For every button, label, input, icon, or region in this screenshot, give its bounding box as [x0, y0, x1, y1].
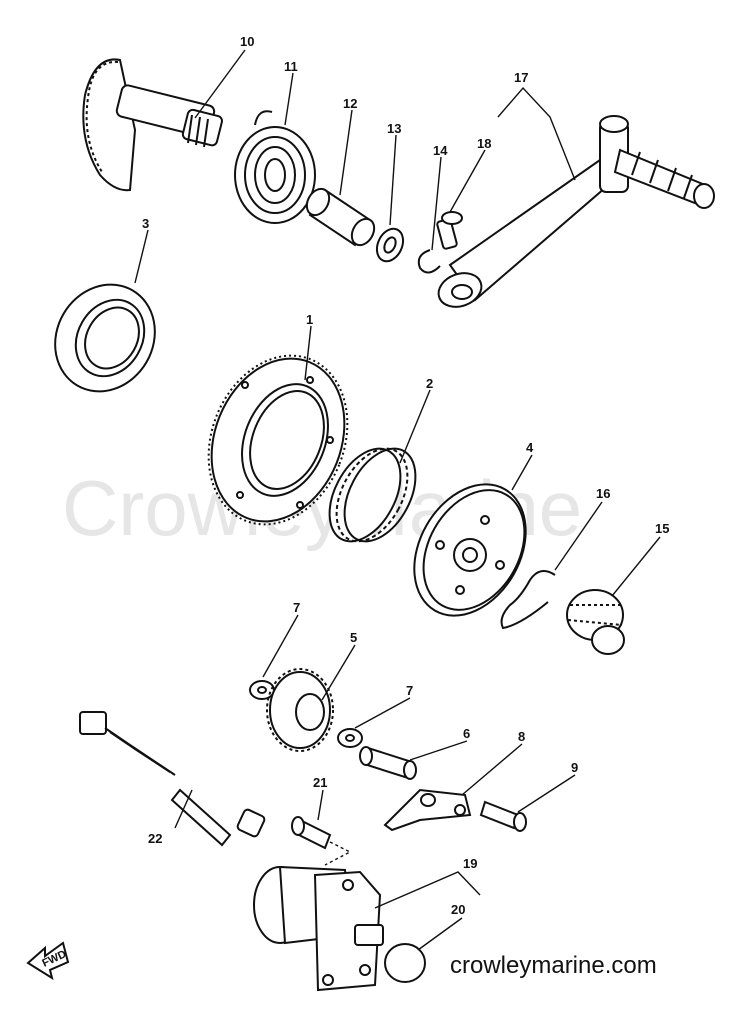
- callout-6: 6: [463, 726, 470, 741]
- part-14-circlip[interactable]: [417, 249, 441, 274]
- part-19-starter-motor[interactable]: [253, 865, 384, 992]
- callout-2: 2: [426, 376, 433, 391]
- callout-13: 13: [387, 121, 401, 136]
- callout-10: 10: [240, 34, 254, 49]
- callout-17: 17: [514, 70, 528, 85]
- part-7-washer-b[interactable]: [337, 728, 363, 748]
- fwd-arrow: FWD: [26, 941, 70, 981]
- site-url: crowleymarine.com: [450, 952, 657, 979]
- part-11-spring[interactable]: [234, 110, 316, 224]
- callout-16: 16: [596, 486, 610, 501]
- part-12-bushing[interactable]: [302, 185, 378, 249]
- part-8-plate[interactable]: [383, 788, 472, 832]
- part-9-bolt[interactable]: [479, 800, 527, 832]
- callout-12: 12: [343, 96, 357, 111]
- callout-21: 21: [313, 775, 327, 790]
- part-7-washer-a[interactable]: [249, 680, 275, 700]
- part-13-washer[interactable]: [372, 225, 408, 266]
- callout-4: 4: [526, 440, 534, 455]
- part-17-kick-crank[interactable]: [434, 115, 715, 313]
- part-22-lead-wire[interactable]: [79, 711, 266, 847]
- part-1-ring-gear[interactable]: [184, 335, 372, 546]
- callout-15: 15: [655, 521, 669, 536]
- callout-18: 18: [477, 136, 491, 151]
- callout-3: 3: [142, 216, 149, 231]
- callout-1: 1: [306, 312, 313, 327]
- callout-20: 20: [451, 902, 465, 917]
- callout-9: 9: [571, 760, 578, 775]
- callout-7b: 7: [406, 683, 413, 698]
- callout-22: 22: [148, 831, 162, 846]
- callout-7a: 7: [293, 600, 300, 615]
- part-16-wire-clip[interactable]: [500, 570, 556, 630]
- callout-8: 8: [518, 729, 525, 744]
- part-3-seal-ring[interactable]: [36, 266, 174, 409]
- part-15-idler-gear[interactable]: [566, 589, 625, 655]
- part-18-bolt[interactable]: [436, 211, 463, 250]
- callout-5: 5: [350, 630, 357, 645]
- part-20-o-ring[interactable]: [384, 943, 426, 983]
- part-21-bolt[interactable]: [291, 816, 352, 866]
- part-6-shaft[interactable]: [359, 746, 417, 780]
- part-2-one-way-clutch[interactable]: [315, 437, 430, 553]
- callout-11: 11: [284, 59, 298, 74]
- callout-labels: 10 11 12 13 14 18 17 3 1 2 4 16 15 7 5 7…: [142, 34, 669, 917]
- part-10-kick-shaft-gear[interactable]: [82, 58, 223, 192]
- callout-19: 19: [463, 856, 477, 871]
- leader-lines: [134, 49, 661, 951]
- callout-14: 14: [433, 143, 448, 158]
- part-5-idler-wheel[interactable]: [266, 668, 334, 752]
- part-4-clutch-plate[interactable]: [392, 464, 549, 635]
